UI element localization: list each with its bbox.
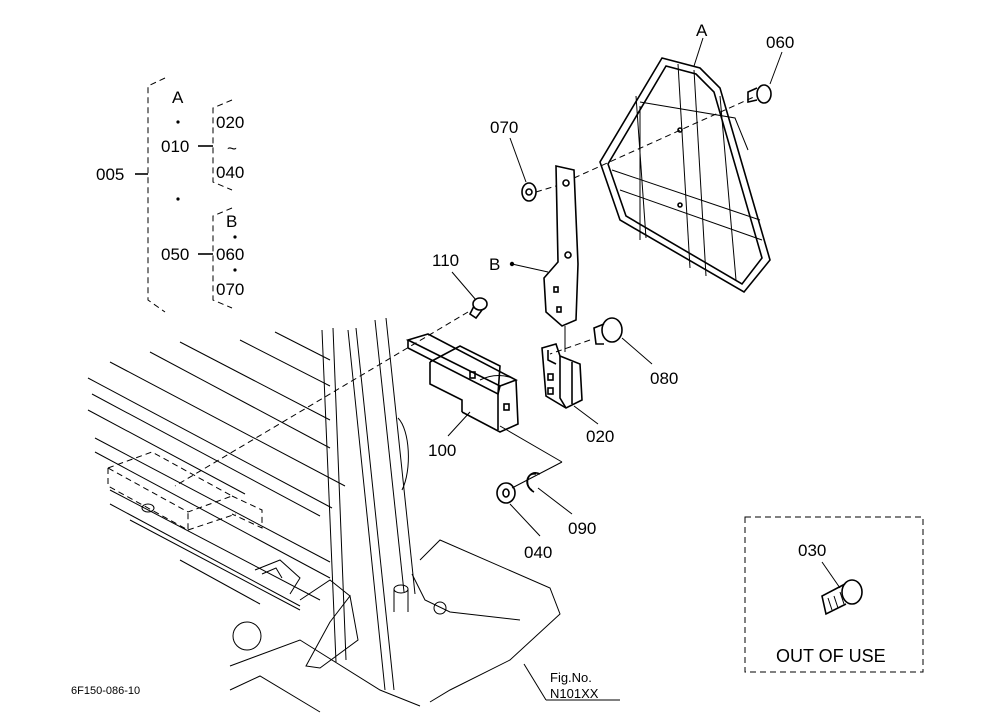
tree-item-060: 060 — [216, 245, 244, 264]
footer: 6F150-086-10 Fig.No. N101XX — [71, 663, 620, 701]
nut-070-icon — [521, 182, 537, 202]
bolt-030-icon — [821, 579, 863, 616]
tree-bracket-outer — [147, 77, 166, 313]
mesh-screen-a — [599, 57, 771, 294]
out-of-use-inset: 030 OUT OF USE — [744, 516, 924, 673]
assembly-tree: 005 A 010 020 ~ 040 B 050 060 070 — [96, 77, 244, 313]
tree-item-040: 040 — [216, 163, 244, 182]
callout-070: 070 — [490, 118, 518, 137]
drawing-code: 6F150-086-10 — [71, 685, 140, 697]
tree-tilde: ~ — [227, 139, 237, 158]
assembly-lines — [174, 95, 757, 489]
tree-bracket-a — [212, 99, 233, 191]
callout-100: 100 — [428, 441, 456, 460]
tree-root-label: 005 — [96, 165, 124, 184]
callout-040: 040 — [524, 543, 552, 562]
tree-item-020: 020 — [216, 113, 244, 132]
inset-caption: OUT OF USE — [776, 646, 886, 666]
bracket-100 — [405, 333, 519, 433]
tree-item-010: 010 — [161, 137, 189, 156]
tree-item-070: 070 — [216, 280, 244, 299]
bolt-110-icon — [468, 297, 488, 320]
callout-a: A — [696, 21, 708, 40]
tree-bracket-b — [212, 207, 233, 309]
bolt-060-icon — [747, 84, 772, 104]
fig-label: Fig.No. — [550, 670, 592, 685]
tree-item-050: 050 — [161, 245, 189, 264]
washer-040-icon — [496, 482, 516, 504]
callout-020: 020 — [586, 427, 614, 446]
tree-letter-b: B — [226, 212, 237, 231]
callout-b: B — [489, 255, 500, 274]
hinge-020 — [541, 343, 583, 409]
bolt-080-icon — [593, 317, 623, 345]
inset-part-label: 030 — [798, 541, 826, 560]
callout-090: 090 — [568, 519, 596, 538]
callouts: A 060 070 B 110 080 020 100 090 040 — [428, 21, 794, 562]
callout-060: 060 — [766, 33, 794, 52]
callout-080: 080 — [650, 369, 678, 388]
frame-structure — [87, 317, 561, 713]
plate-b — [543, 164, 579, 327]
callout-110: 110 — [432, 251, 459, 270]
fig-number: N101XX — [550, 686, 599, 701]
spring-washer-090-icon — [526, 472, 541, 493]
tree-letter-a: A — [172, 88, 184, 107]
